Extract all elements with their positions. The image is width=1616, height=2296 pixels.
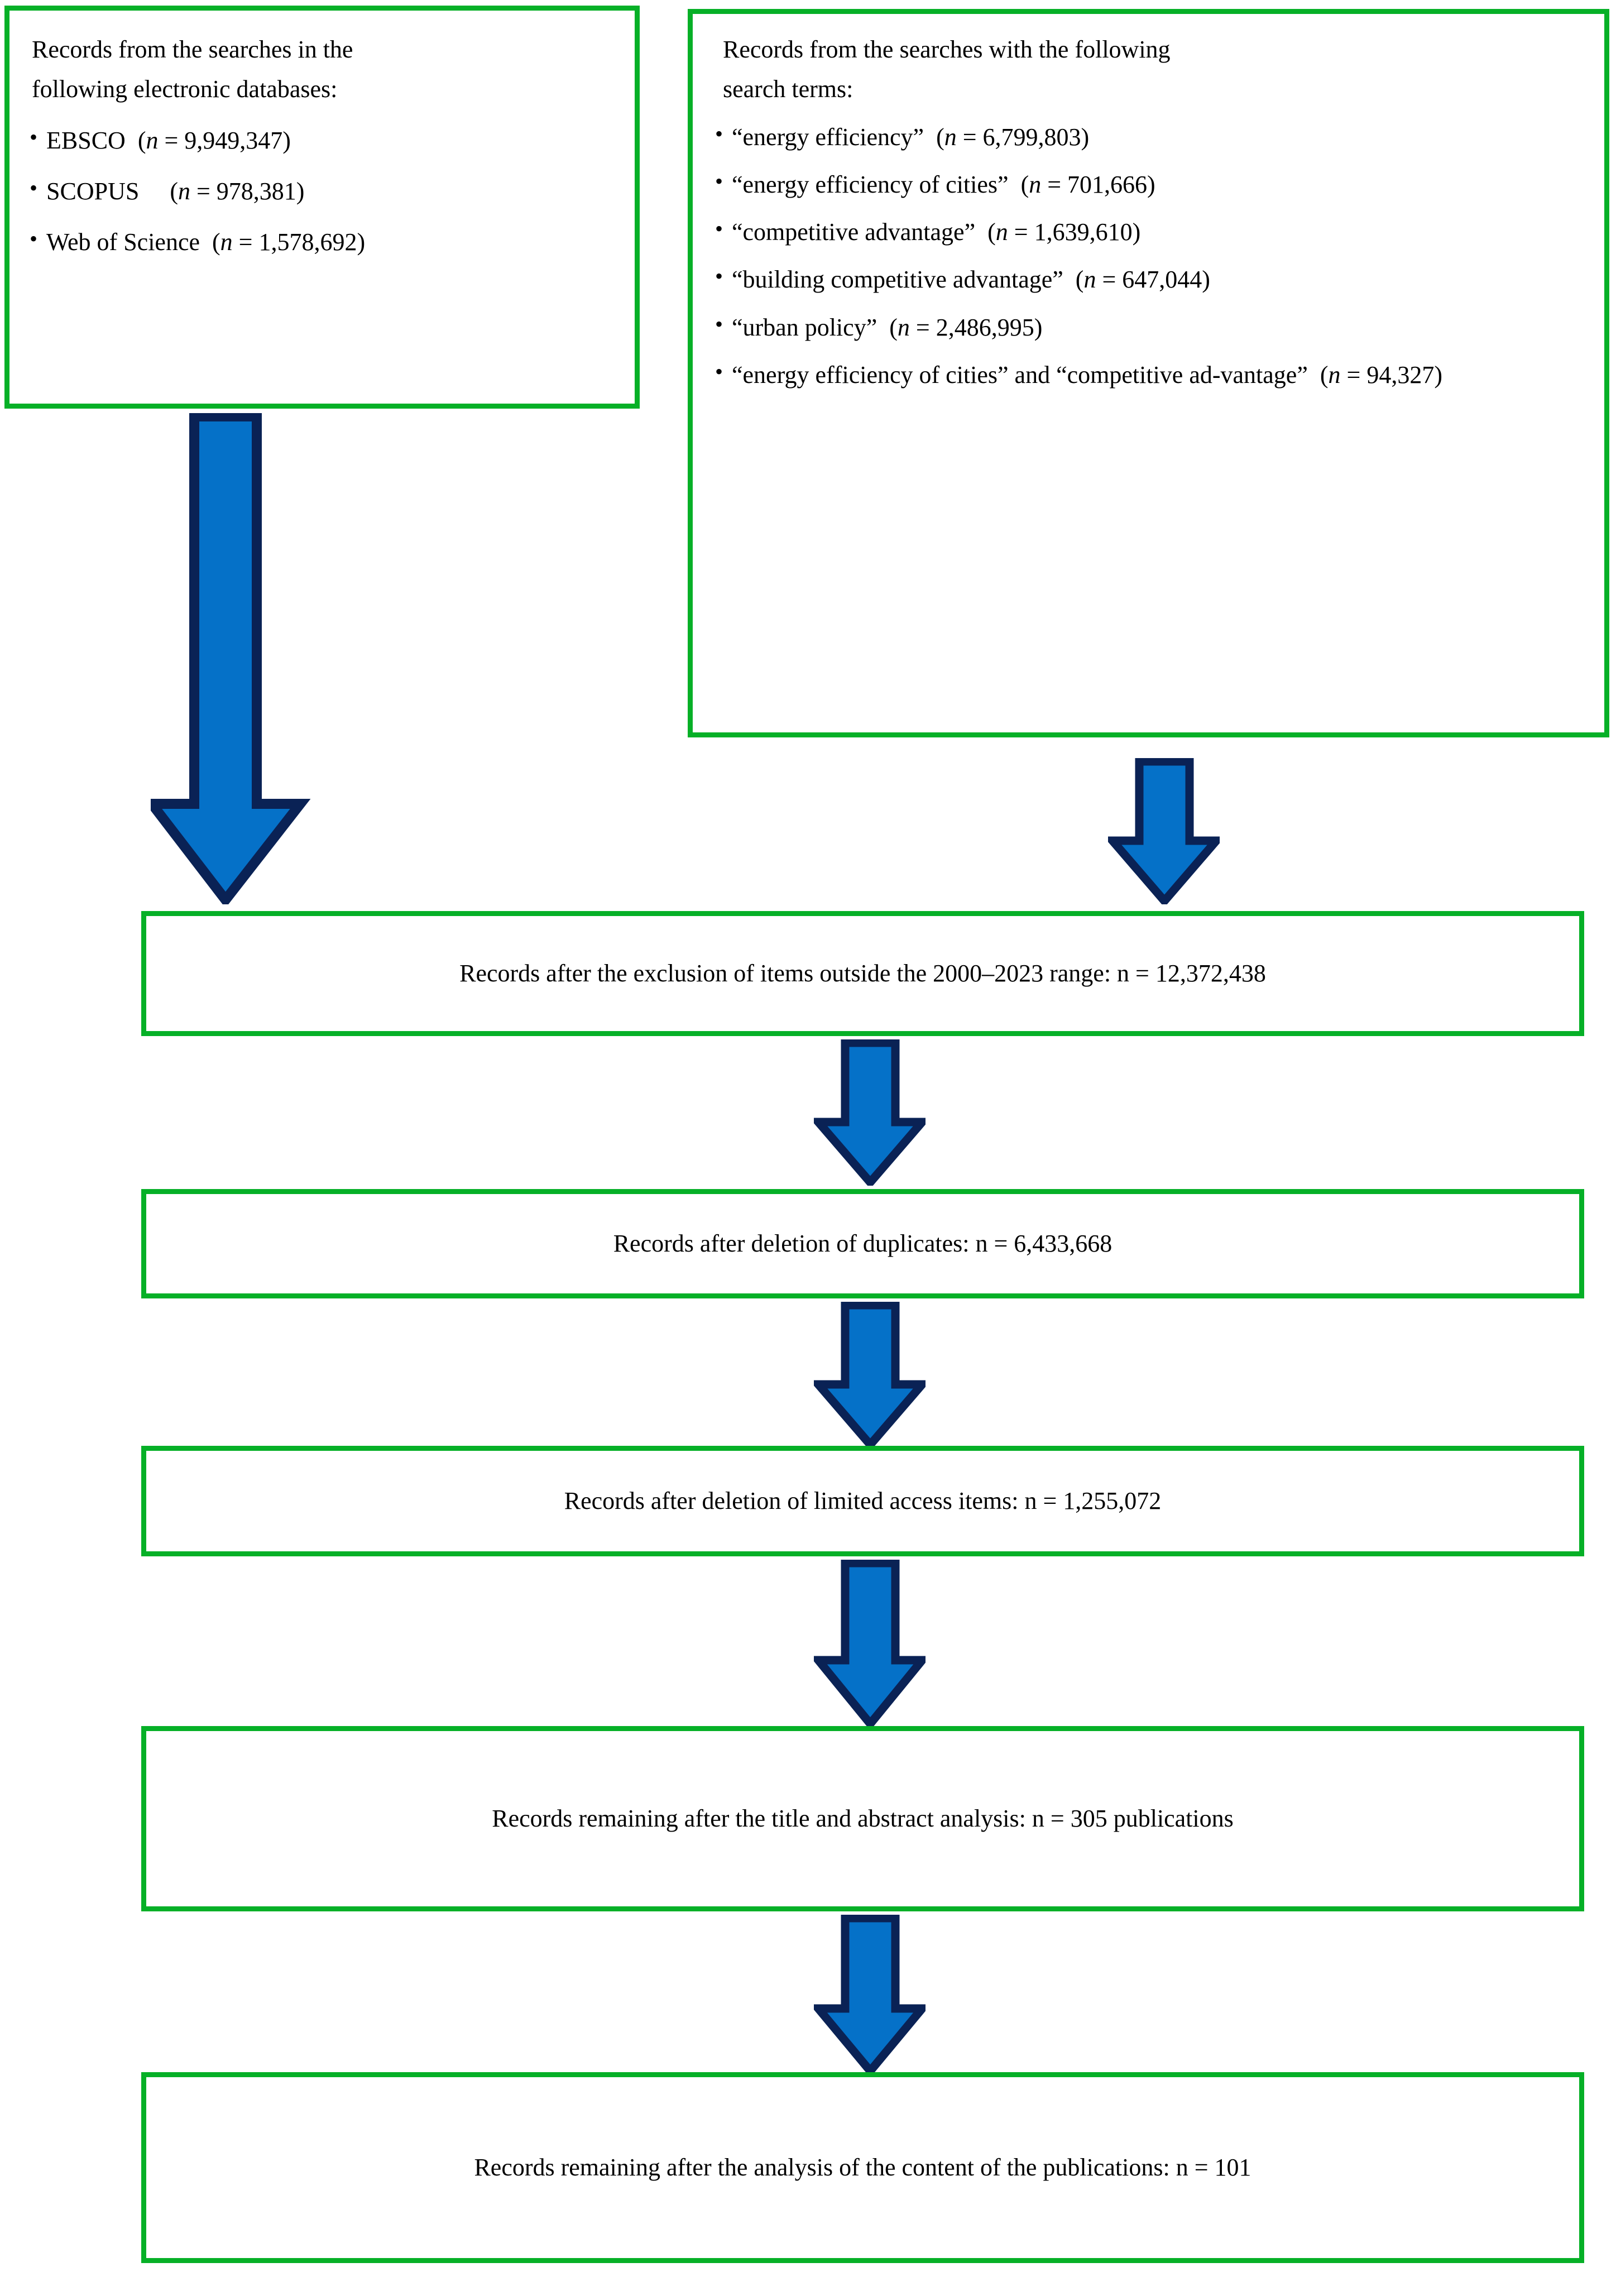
stage-text: Records remaining after the title and ab… xyxy=(492,1805,1234,1833)
databases-list: EBSCO (n = 9,949,347) SCOPUS (n = 978,38… xyxy=(24,119,620,262)
search-term: “building competitive advantage” xyxy=(732,266,1063,294)
arrow-dupes-to-access xyxy=(814,1302,926,1448)
list-item: “urban policy” (n = 2,486,995) xyxy=(706,306,1593,347)
database-count: (n = 9,949,347) xyxy=(131,126,291,154)
search-term: “competitive advantage” xyxy=(732,218,976,246)
stage-box-final: Records remaining after the analysis of … xyxy=(141,2072,1584,2263)
search-term-count: (n = 647,044) xyxy=(1069,266,1210,294)
database-count: (n = 1,578,692) xyxy=(206,228,366,256)
terms-header-line1: Records from the searches with the follo… xyxy=(723,36,1171,63)
databases-header-line1: Records from the searches in the xyxy=(32,36,353,63)
database-name: Web of Science xyxy=(46,228,200,256)
search-term: “energy efficiency of cities” xyxy=(732,170,1009,198)
list-item: “energy efficiency of cities” and “compe… xyxy=(706,354,1593,395)
database-name: EBSCO xyxy=(46,126,126,154)
search-term-count: (n = 6,799,803) xyxy=(930,123,1090,151)
arrow-range-to-dupes xyxy=(814,1039,926,1186)
list-item: EBSCO (n = 9,949,347) xyxy=(24,119,620,160)
list-item: SCOPUS (n = 978,381) xyxy=(24,170,620,211)
arrow-terms-to-range xyxy=(1108,758,1220,904)
search-term-count: (n = 2,486,995) xyxy=(883,313,1043,341)
stage-text: Records after the exclusion of items out… xyxy=(459,960,1266,988)
database-name: SCOPUS xyxy=(46,177,140,205)
list-item: “energy efficiency of cities” (n = 701,6… xyxy=(706,164,1593,204)
search-term-count: (n = 1,639,610) xyxy=(981,218,1141,246)
search-term-count: (n = 701,666) xyxy=(1014,170,1155,198)
search-term: “energy efficiency” xyxy=(732,123,924,151)
list-item: “building competitive advantage” (n = 64… xyxy=(706,258,1593,299)
list-item: Web of Science (n = 1,578,692) xyxy=(24,221,620,262)
databases-source-box: Records from the searches in the followi… xyxy=(4,6,640,409)
stage-box-limited-access: Records after deletion of limited access… xyxy=(141,1446,1584,1556)
stage-box-title-abstract: Records remaining after the title and ab… xyxy=(141,1726,1584,1911)
stage-text: Records after deletion of limited access… xyxy=(564,1487,1162,1515)
arrow-databases-to-range xyxy=(151,413,318,904)
databases-header-line2: following electronic databases: xyxy=(32,75,338,103)
arrow-access-to-title xyxy=(814,1560,926,1727)
stage-box-range: Records after the exclusion of items out… xyxy=(141,911,1584,1036)
arrow-title-to-final xyxy=(814,1915,926,2074)
stage-text: Records after deletion of duplicates: n … xyxy=(613,1230,1113,1258)
search-term-count: (n = 94,327) xyxy=(1313,361,1442,389)
list-item: “energy efficiency” (n = 6,799,803) xyxy=(706,116,1593,157)
stage-text: Records remaining after the analysis of … xyxy=(474,2154,1251,2182)
search-terms-list: “energy efficiency” (n = 6,799,803) “ene… xyxy=(706,116,1593,395)
search-term: “energy efficiency of cities” and “compe… xyxy=(732,361,1308,389)
list-item: “competitive advantage” (n = 1,639,610) xyxy=(706,211,1593,252)
terms-header-line2: search terms: xyxy=(723,75,853,103)
search-term: “urban policy” xyxy=(732,313,877,341)
stage-box-duplicates: Records after deletion of duplicates: n … xyxy=(141,1189,1584,1298)
database-count: (n = 978,381) xyxy=(145,177,305,205)
search-terms-box: Records from the searches with the follo… xyxy=(688,9,1609,737)
